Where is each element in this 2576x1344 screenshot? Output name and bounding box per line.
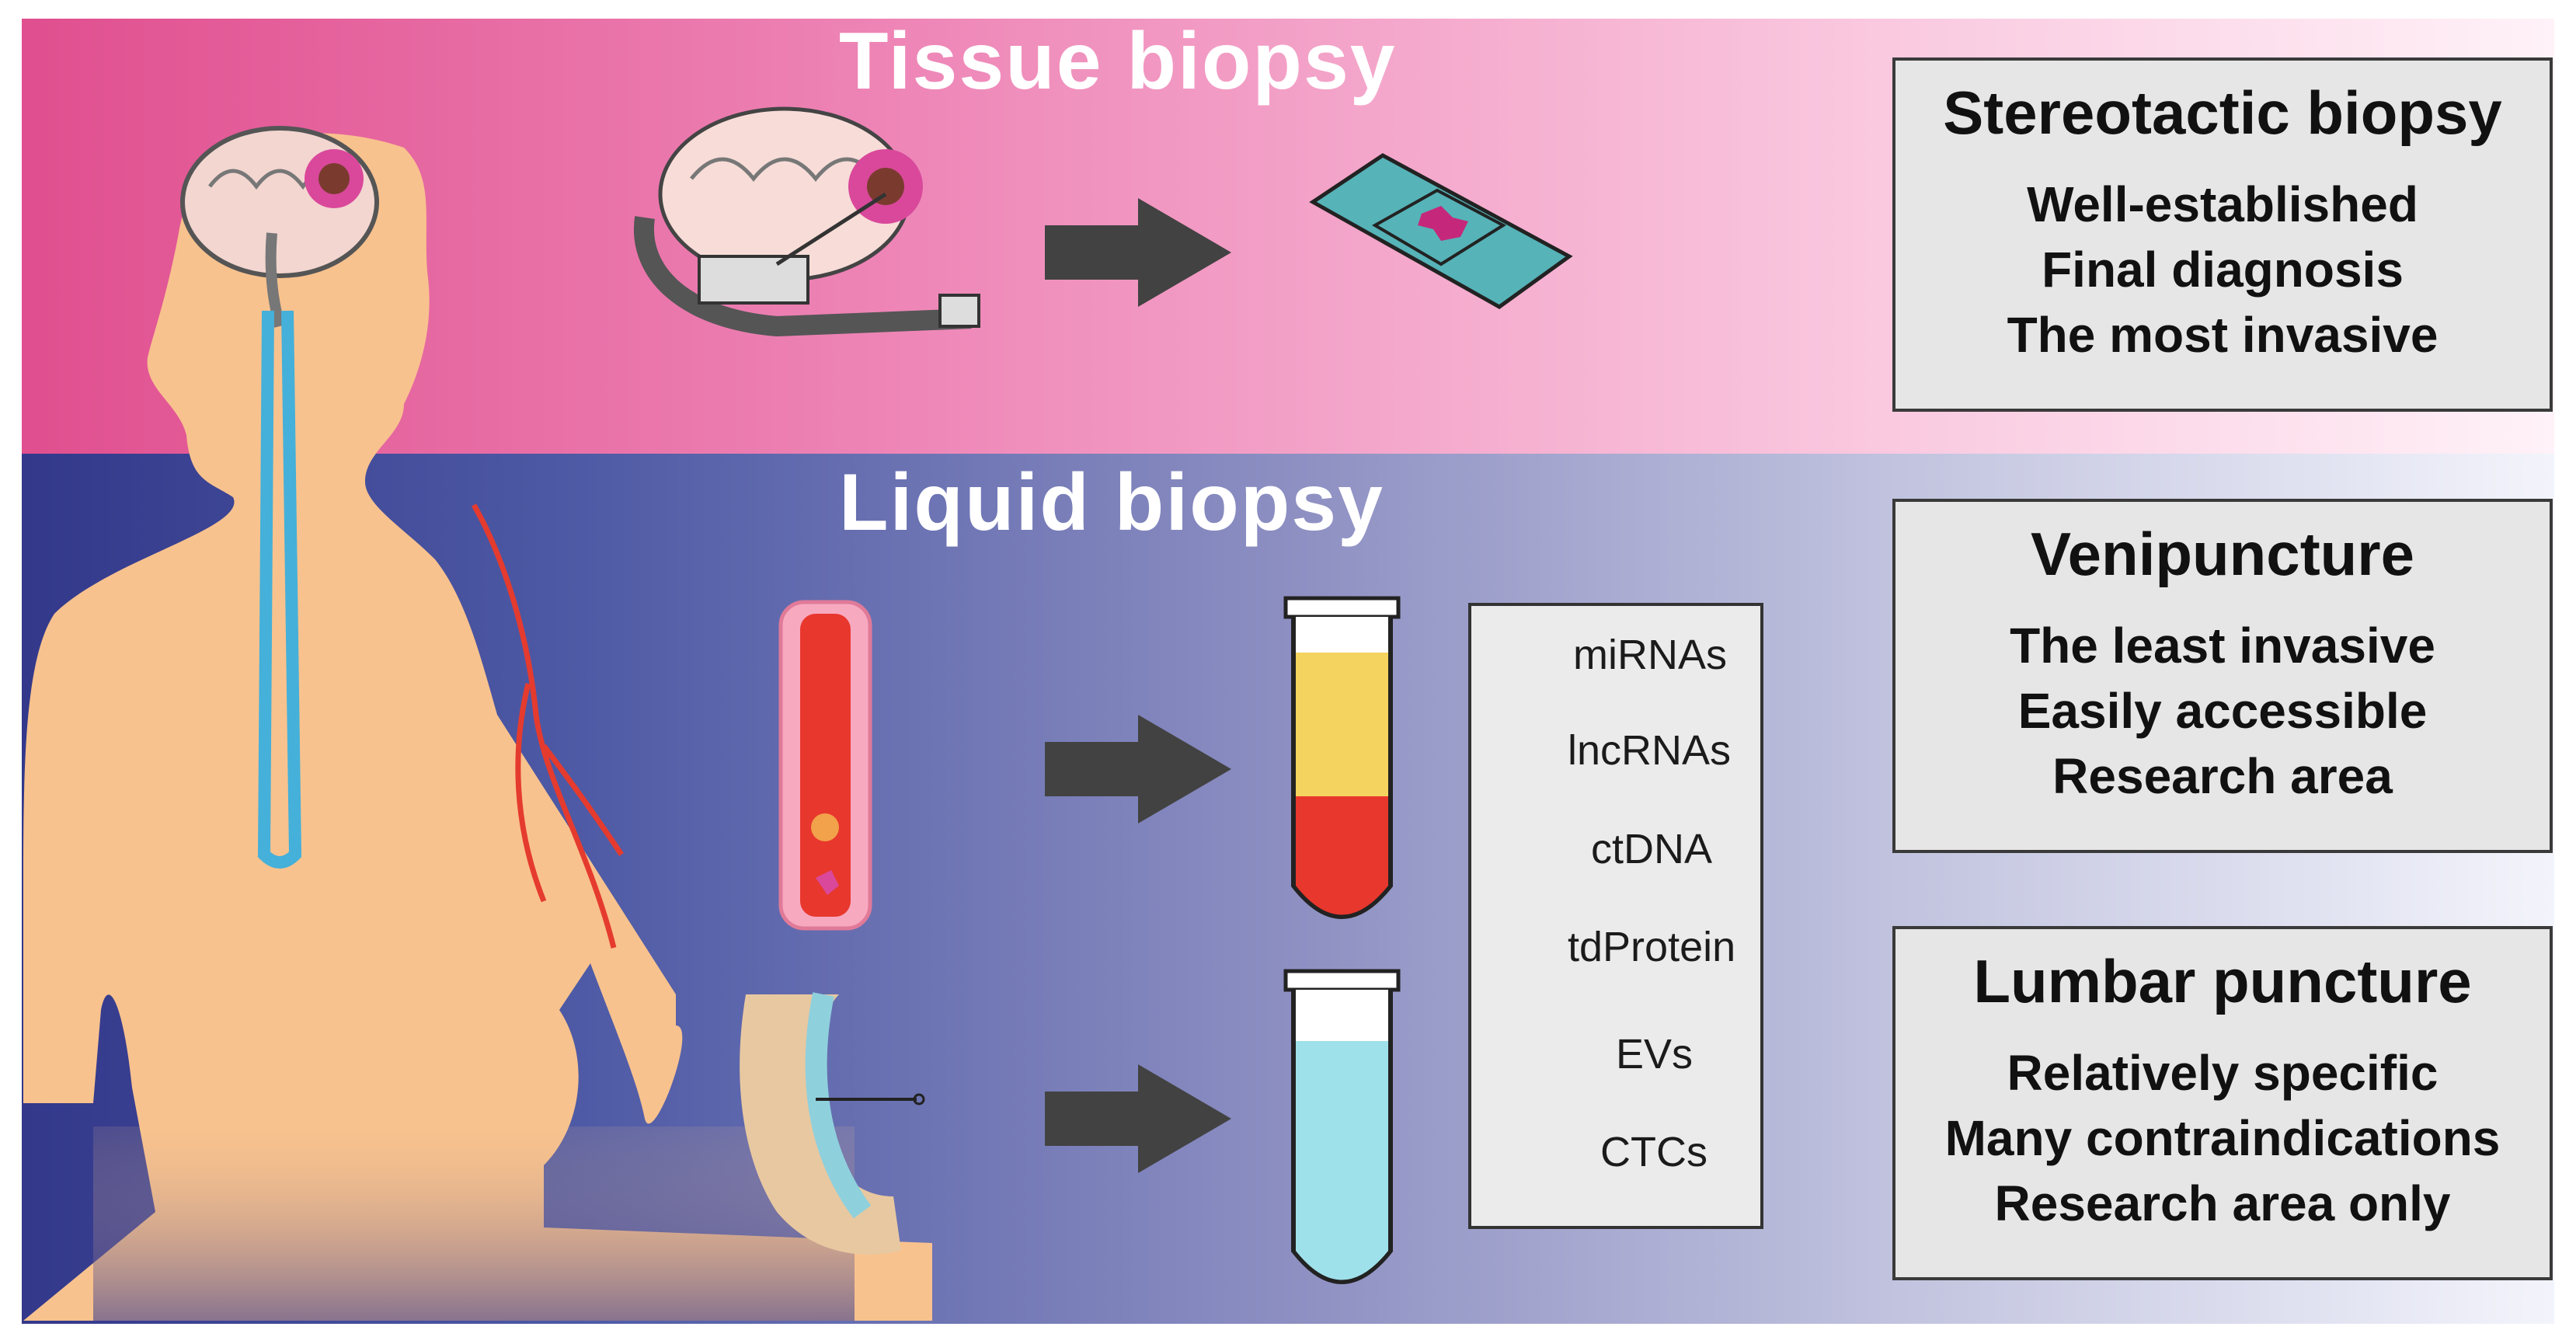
lumbar-spine-icon: [740, 992, 925, 1255]
arrow-lumbar: [1045, 1064, 1231, 1173]
box-line: Final diagnosis: [2042, 242, 2404, 298]
legend-label-ctdna: ctDNA: [1591, 826, 1713, 872]
blood-tube-icon: [1283, 596, 1401, 919]
biomarker-legend: [1468, 603, 1763, 1229]
box-line: Research area: [2052, 748, 2393, 804]
arrow-venipuncture: [1045, 715, 1231, 823]
spinal-csf-line: [257, 310, 302, 869]
arm-vein-lines: [471, 503, 624, 949]
box-title: Stereotactic biopsy: [1943, 78, 2502, 147]
arrow-tissue: [1045, 198, 1231, 307]
csf-tube-icon: [1283, 969, 1401, 1284]
box-line: Relatively specific: [2007, 1045, 2438, 1101]
legend-label-mirnas: miRNAs: [1573, 632, 1727, 678]
lumbar-puncture-box: Lumbar puncture Relatively specific Many…: [1892, 926, 2553, 1280]
box-line: Easily accessible: [2017, 683, 2428, 739]
box-title: Lumbar puncture: [1973, 947, 2472, 1015]
box-line: The most invasive: [2007, 307, 2438, 363]
legend-label-ctcs: CTCs: [1600, 1129, 1707, 1175]
tissue-biopsy-title: Tissue biopsy: [839, 16, 1397, 106]
box-title: Venipuncture: [2030, 520, 2415, 588]
box-line: Many contraindications: [1944, 1110, 2501, 1166]
liquid-biopsy-title: Liquid biopsy: [839, 458, 1384, 548]
box-line: Research area only: [1994, 1175, 2451, 1231]
stereotactic-frame-icon: [633, 106, 980, 337]
legend-label-tdprotein: tdProtein: [1568, 924, 1736, 970]
stereotactic-biopsy-box: Stereotactic biopsy Well-established Fin…: [1892, 57, 2553, 412]
head-brain-icon: [180, 126, 379, 328]
tissue-slide-icon: [1309, 153, 1573, 309]
venipuncture-box: Venipuncture The least invasive Easily a…: [1892, 499, 2553, 853]
box-line: Well-established: [2027, 176, 2418, 232]
legend-label-evs: EVs: [1616, 1031, 1694, 1078]
box-line: The least invasive: [2010, 618, 2435, 674]
legend-label-lncrnas: lncRNAs: [1568, 727, 1732, 774]
blood-vessel-icon: [778, 600, 872, 931]
human-body-illustration: [23, 133, 932, 1321]
